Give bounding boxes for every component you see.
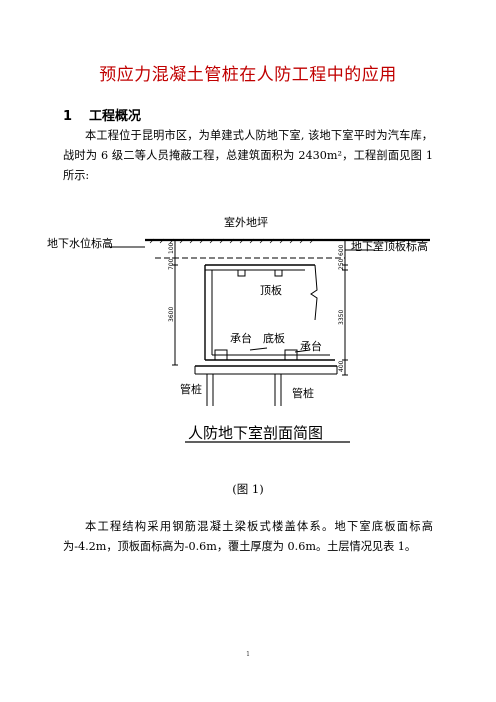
dim-3600: 3600 (168, 307, 175, 322)
diagram-title: 人防地下室剖面简图 (188, 424, 323, 442)
page-number: 1 (246, 651, 250, 658)
label-pile-cap-left: 承台 (230, 331, 252, 345)
dim-600: 600 (338, 244, 345, 256)
paragraph-overview: 本工程位于昆明市区，为单建式人防地下室, 该地下室平时为汽车库，战时为 6 级二… (63, 129, 433, 182)
label-pile-right: 管桩 (292, 386, 314, 400)
label-pile-cap-right: 承台 (300, 339, 322, 353)
section-heading: 1 工程概况 (63, 105, 141, 124)
section-title: 工程概况 (89, 109, 142, 124)
label-roof-elevation: 地下室顶板标高 (351, 239, 428, 253)
paragraph-structure: 本工程结构采用钢筋混凝土梁板式楼盖体系。地下室底板面标高为-4.2m，顶板面标高… (63, 520, 433, 553)
dim-3350: 3350 (338, 310, 345, 325)
ground-hatch (149, 238, 315, 244)
label-outdoor-ground: 室外地坪 (224, 215, 268, 229)
section-number: 1 (63, 109, 73, 124)
figure-caption: (图 1) (232, 482, 264, 496)
dim-400: 400 (338, 360, 345, 372)
section-diagram: 室外地坪 地下水位标高 地下室顶板标高 顶板 承台 底板 承台 管桩 管桩 人防… (47, 215, 430, 443)
dim-700: 700 (168, 258, 175, 270)
label-bottom-slab: 底板 (263, 331, 285, 345)
document-title: 预应力混凝土管桩在人防工程中的应用 (99, 65, 397, 85)
label-roof-slab: 顶板 (260, 283, 282, 297)
label-pile-left: 管桩 (180, 382, 202, 396)
label-water-level: 地下水位标高 (47, 236, 113, 250)
dim-250: 250 (338, 258, 345, 270)
dim-100: 100 (168, 242, 175, 254)
